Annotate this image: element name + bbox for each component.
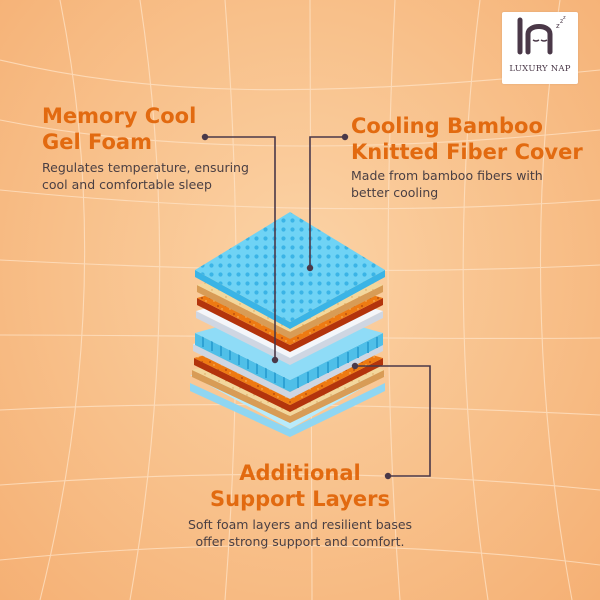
support-layers-title-line-2: Support Layers — [210, 487, 390, 511]
svg-text:z: z — [560, 18, 563, 25]
memory-foam-desc-line-2: cool and comfortable sleep — [42, 177, 212, 192]
connector-dot-memory-start — [201, 133, 209, 141]
connector-line-memory — [205, 136, 276, 360]
memory-foam-title: Memory Cool Gel Foam — [42, 103, 196, 155]
support-layers-title: Additional Support Layers — [180, 460, 420, 512]
bamboo-cover-desc-line-2: better cooling — [351, 185, 439, 200]
connector-dot-bamboo-start — [341, 133, 349, 141]
memory-foam-desc-line-1: Regulates temperature, ensuring — [42, 160, 249, 175]
top-cooling-cover-layer — [195, 212, 385, 329]
bamboo-cover-description: Made from bamboo fibers with better cool… — [351, 167, 543, 201]
svg-text:z: z — [563, 15, 566, 21]
logo-wordmark: LUXURY NAP — [509, 64, 571, 74]
support-layers-description: Soft foam layers and resilient bases off… — [150, 516, 450, 550]
connector-line-bamboo — [309, 136, 345, 268]
connector-dot-bamboo-end — [306, 264, 314, 272]
memory-foam-title-line-2: Gel Foam — [42, 130, 152, 154]
connector-dot-memory-end — [271, 356, 279, 364]
bamboo-cover-title-line-1: Cooling Bamboo — [351, 114, 543, 138]
bamboo-cover-title-line-2: Knitted Fiber Cover — [351, 140, 583, 164]
memory-foam-description: Regulates temperature, ensuring cool and… — [42, 159, 249, 193]
connector-dot-support-end — [384, 472, 392, 480]
svg-text:z: z — [556, 22, 560, 30]
memory-foam-title-line-1: Memory Cool — [42, 104, 197, 128]
support-layers-desc-line-1: Soft foam layers and resilient bases — [187, 517, 413, 532]
luxury-nap-logo-icon: z z z — [517, 15, 566, 55]
bamboo-cover-title: Cooling Bamboo Knitted Fiber Cover — [351, 113, 583, 165]
bamboo-cover-desc-line-1: Made from bamboo fibers with — [351, 168, 543, 183]
support-layers-desc-line-2: offer strong support and comfort. — [195, 534, 405, 549]
connector-line-support — [355, 365, 431, 477]
support-layers-title-line-1: Additional — [239, 461, 361, 485]
connector-dot-support-start — [351, 362, 359, 370]
brand-logo: z z z LUXURY NAP — [502, 12, 578, 84]
